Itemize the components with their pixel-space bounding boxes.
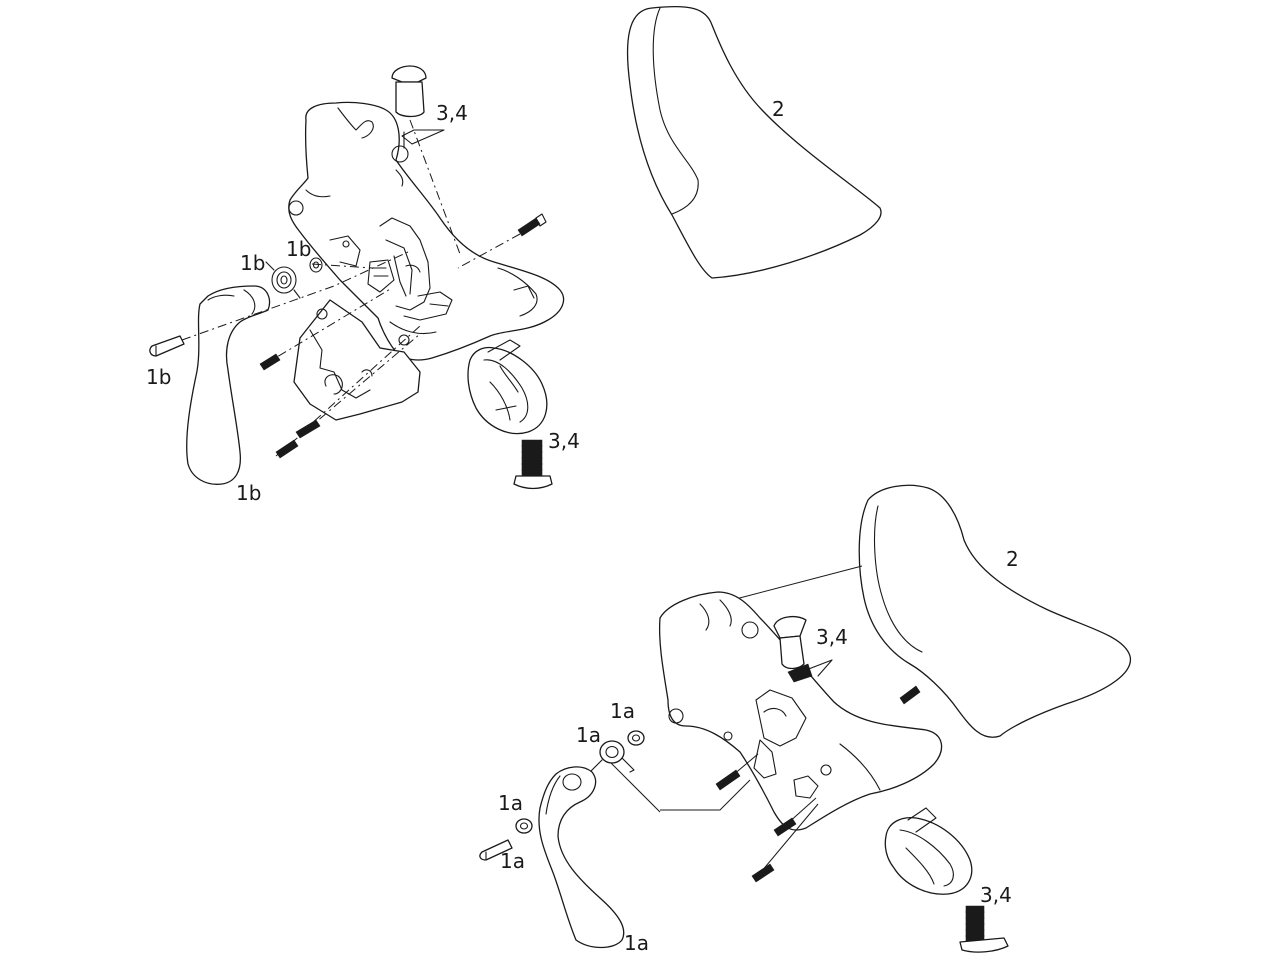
top-cap	[391, 65, 445, 149]
bottom-lever-guide-line	[660, 779, 751, 811]
callout-bottom-hood: 2	[1006, 547, 1019, 571]
bottom-lever	[538, 766, 625, 949]
bottom-bolt	[959, 905, 1009, 953]
bottom-hood	[858, 484, 1132, 738]
top-shifter-body	[288, 101, 565, 361]
bottom-spring	[589, 740, 635, 773]
top-assembly	[149, 5, 882, 490]
bottom-hood-guide-line	[731, 565, 863, 601]
callout-bottom-spring: 1a	[576, 723, 601, 747]
callout-top-hood: 2	[772, 97, 785, 121]
top-lever	[186, 285, 271, 485]
callout-top-spring-right: 1b	[286, 237, 311, 261]
bottom-screw-2	[715, 769, 741, 791]
bottom-pin	[479, 839, 513, 861]
callout-bottom-pin: 1a	[500, 849, 525, 873]
top-screw-1	[517, 213, 547, 237]
top-hood	[626, 5, 882, 279]
callout-labels: 2 3,4 1b 1b 1b 1b 3,4 2 3,4 1a 1a 1a 1a …	[146, 97, 1019, 955]
callout-top-lever: 1b	[236, 481, 261, 505]
bottom-screw-3	[773, 817, 797, 837]
top-spring-small	[309, 257, 323, 273]
bottom-shifter-body	[658, 591, 943, 831]
top-spring-large	[265, 261, 301, 299]
callout-bottom-lever: 1a	[624, 931, 649, 955]
bottom-clamp-band	[884, 807, 973, 895]
callout-top-pin: 1b	[146, 365, 171, 389]
callout-top-cap: 3,4	[436, 101, 468, 125]
top-cover-plate	[293, 299, 421, 421]
bottom-spring-guide-line	[601, 753, 661, 813]
bottom-washer	[515, 818, 533, 834]
top-screw-4	[275, 439, 299, 459]
callout-top-spring-left: 1b	[240, 251, 265, 275]
top-clamp-band	[467, 339, 548, 435]
top-screw-2	[259, 353, 281, 371]
bottom-screw-4	[751, 863, 775, 883]
callout-bottom-bolt: 3,4	[980, 883, 1012, 907]
bottom-assembly	[479, 484, 1132, 953]
bottom-screw-1	[899, 685, 921, 705]
callout-bottom-washer-top: 1a	[610, 699, 635, 723]
callout-top-bolt: 3,4	[548, 429, 580, 453]
bottom-cap	[773, 615, 833, 683]
bottom-washer-top	[627, 730, 645, 746]
top-bolt	[513, 439, 553, 490]
callout-bottom-cap: 3,4	[816, 625, 848, 649]
callout-bottom-washer: 1a	[498, 791, 523, 815]
top-pin	[149, 335, 185, 357]
